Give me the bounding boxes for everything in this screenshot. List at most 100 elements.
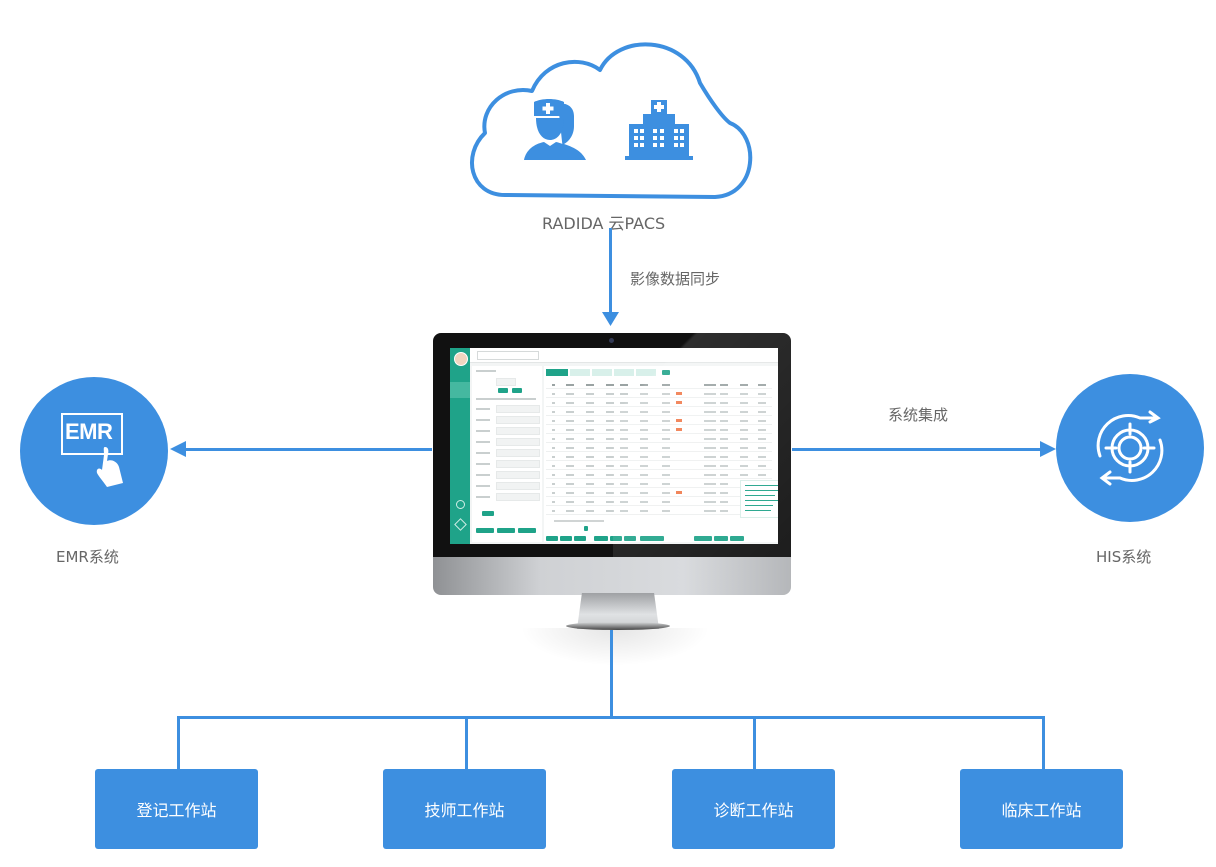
table-cell — [620, 429, 628, 431]
toolbar-button[interactable] — [574, 536, 586, 541]
tab[interactable] — [570, 369, 590, 376]
table-cell — [552, 492, 555, 494]
toolbar-button[interactable] — [624, 536, 636, 541]
table-row[interactable] — [546, 460, 772, 461]
table-cell — [704, 420, 716, 422]
filter-field[interactable] — [496, 438, 540, 446]
filter-field[interactable] — [496, 416, 540, 424]
table-cell — [552, 456, 555, 458]
table-cell — [620, 393, 628, 395]
toolbar-button[interactable] — [594, 536, 608, 541]
monitor-base — [566, 622, 670, 630]
table-cell — [662, 411, 670, 413]
table-cell — [620, 510, 628, 512]
search-panel — [472, 366, 542, 542]
station-clinical[interactable]: 临床工作站 — [960, 769, 1123, 849]
monitor-bezel — [433, 333, 791, 559]
table-cell — [586, 510, 594, 512]
notice-popup — [740, 480, 778, 518]
cloud-shape — [470, 42, 753, 199]
station-registration[interactable]: 登记工作站 — [95, 769, 258, 849]
filter-field[interactable] — [496, 482, 540, 490]
station-label: 登记工作站 — [136, 801, 217, 820]
table-cell — [758, 447, 766, 449]
table-cell — [640, 465, 648, 467]
date-from-field[interactable] — [496, 378, 516, 386]
table-cell — [566, 465, 574, 467]
table-cell — [552, 483, 555, 485]
filter-field[interactable] — [496, 405, 540, 413]
table-row[interactable] — [546, 478, 772, 479]
table-cell — [566, 411, 574, 413]
table-cell — [586, 474, 594, 476]
table-cell — [720, 510, 728, 512]
table-cell — [740, 465, 748, 467]
table-row[interactable] — [546, 406, 772, 407]
tab[interactable] — [592, 369, 612, 376]
table-row[interactable] — [546, 496, 772, 497]
tab[interactable] — [636, 369, 656, 376]
table-cell — [566, 420, 574, 422]
table-row[interactable] — [546, 469, 772, 470]
table-cell — [552, 501, 555, 503]
table-cell — [586, 492, 594, 494]
quick-date-button[interactable] — [498, 388, 508, 393]
his-node[interactable] — [1056, 374, 1204, 522]
table-cell — [662, 447, 670, 449]
station-diagnosis[interactable]: 诊断工作站 — [672, 769, 835, 849]
search-button[interactable] — [482, 511, 494, 516]
horizontal-scrollbar[interactable] — [554, 520, 604, 522]
toolbar-button[interactable] — [694, 536, 712, 541]
toolbar-button[interactable] — [640, 536, 664, 541]
pagination-current[interactable] — [584, 526, 588, 531]
table-row[interactable] — [546, 514, 772, 515]
table-cell — [566, 438, 574, 440]
filter-field[interactable] — [496, 460, 540, 468]
emr-node[interactable]: EMR — [20, 377, 168, 525]
quick-date-button[interactable] — [512, 388, 522, 393]
filter-field[interactable] — [496, 471, 540, 479]
toolbar-button[interactable] — [730, 536, 744, 541]
toolbar-button[interactable] — [714, 536, 728, 541]
table-row[interactable] — [546, 442, 772, 443]
table-row[interactable] — [546, 505, 772, 506]
table-row[interactable] — [546, 415, 772, 416]
doctors-icon — [524, 99, 586, 160]
table-row[interactable] — [546, 424, 772, 425]
table-cell — [586, 483, 594, 485]
status-tag — [676, 428, 682, 431]
table-cell — [566, 429, 574, 431]
table-row[interactable] — [546, 433, 772, 434]
hospital-icon — [625, 100, 693, 160]
table-cell — [704, 492, 716, 494]
table-cell — [740, 429, 748, 431]
toggle-button[interactable] — [662, 370, 670, 375]
toolbar-button[interactable] — [610, 536, 622, 541]
filter-field[interactable] — [496, 493, 540, 501]
action-button[interactable] — [518, 528, 536, 533]
table-cell — [640, 429, 648, 431]
tab[interactable] — [614, 369, 634, 376]
action-button[interactable] — [497, 528, 515, 533]
table-cell — [552, 384, 555, 386]
table-cell — [662, 456, 670, 458]
workstation-select[interactable] — [477, 351, 539, 360]
action-button[interactable] — [476, 528, 494, 533]
toolbar-button[interactable] — [560, 536, 572, 541]
filter-field[interactable] — [496, 449, 540, 457]
status-tag — [676, 491, 682, 494]
table-cell — [704, 393, 716, 395]
table-cell — [720, 492, 728, 494]
table-row[interactable] — [546, 487, 772, 488]
toolbar-button[interactable] — [546, 536, 558, 541]
table-row[interactable] — [546, 397, 772, 398]
station-technician[interactable]: 技师工作站 — [383, 769, 546, 849]
table-cell — [552, 411, 555, 413]
table-row[interactable] — [546, 388, 772, 389]
tab-worklist[interactable] — [546, 369, 568, 376]
table-row[interactable] — [546, 451, 772, 452]
table-cell — [606, 492, 614, 494]
filter-field[interactable] — [496, 427, 540, 435]
radio-group[interactable] — [476, 398, 536, 400]
monitor — [433, 333, 791, 595]
